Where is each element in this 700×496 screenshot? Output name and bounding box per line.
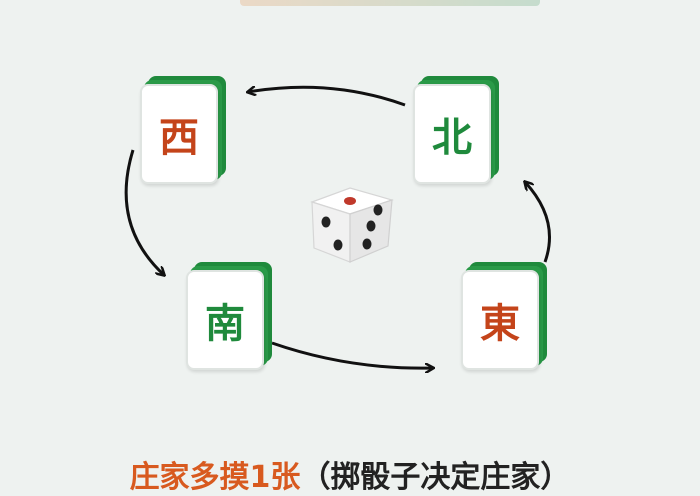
dice-icon bbox=[310, 187, 395, 263]
arrow-south-to-east bbox=[271, 341, 433, 368]
top-decoration bbox=[240, 0, 540, 6]
tile-south: 南 bbox=[186, 262, 272, 370]
tile-west-char: 西 bbox=[159, 114, 199, 161]
tile-north-char: 北 bbox=[432, 114, 472, 161]
caption-note: （掷骰子决定庄家） bbox=[300, 460, 571, 495]
tile-south-char: 南 bbox=[205, 300, 245, 347]
arrow-west-to-south bbox=[124, 149, 164, 275]
tile-north: 北 bbox=[413, 76, 499, 184]
arrow-north-to-west bbox=[248, 87, 406, 107]
tile-east: 東 bbox=[461, 262, 547, 370]
tile-west: 西 bbox=[140, 76, 226, 184]
caption: 庄家多摸1张（掷骰子决定庄家） bbox=[0, 452, 700, 496]
caption-main: 庄家多摸1张 bbox=[129, 460, 301, 495]
tile-east-char: 東 bbox=[480, 300, 520, 347]
arrow-east-to-north bbox=[525, 182, 551, 263]
